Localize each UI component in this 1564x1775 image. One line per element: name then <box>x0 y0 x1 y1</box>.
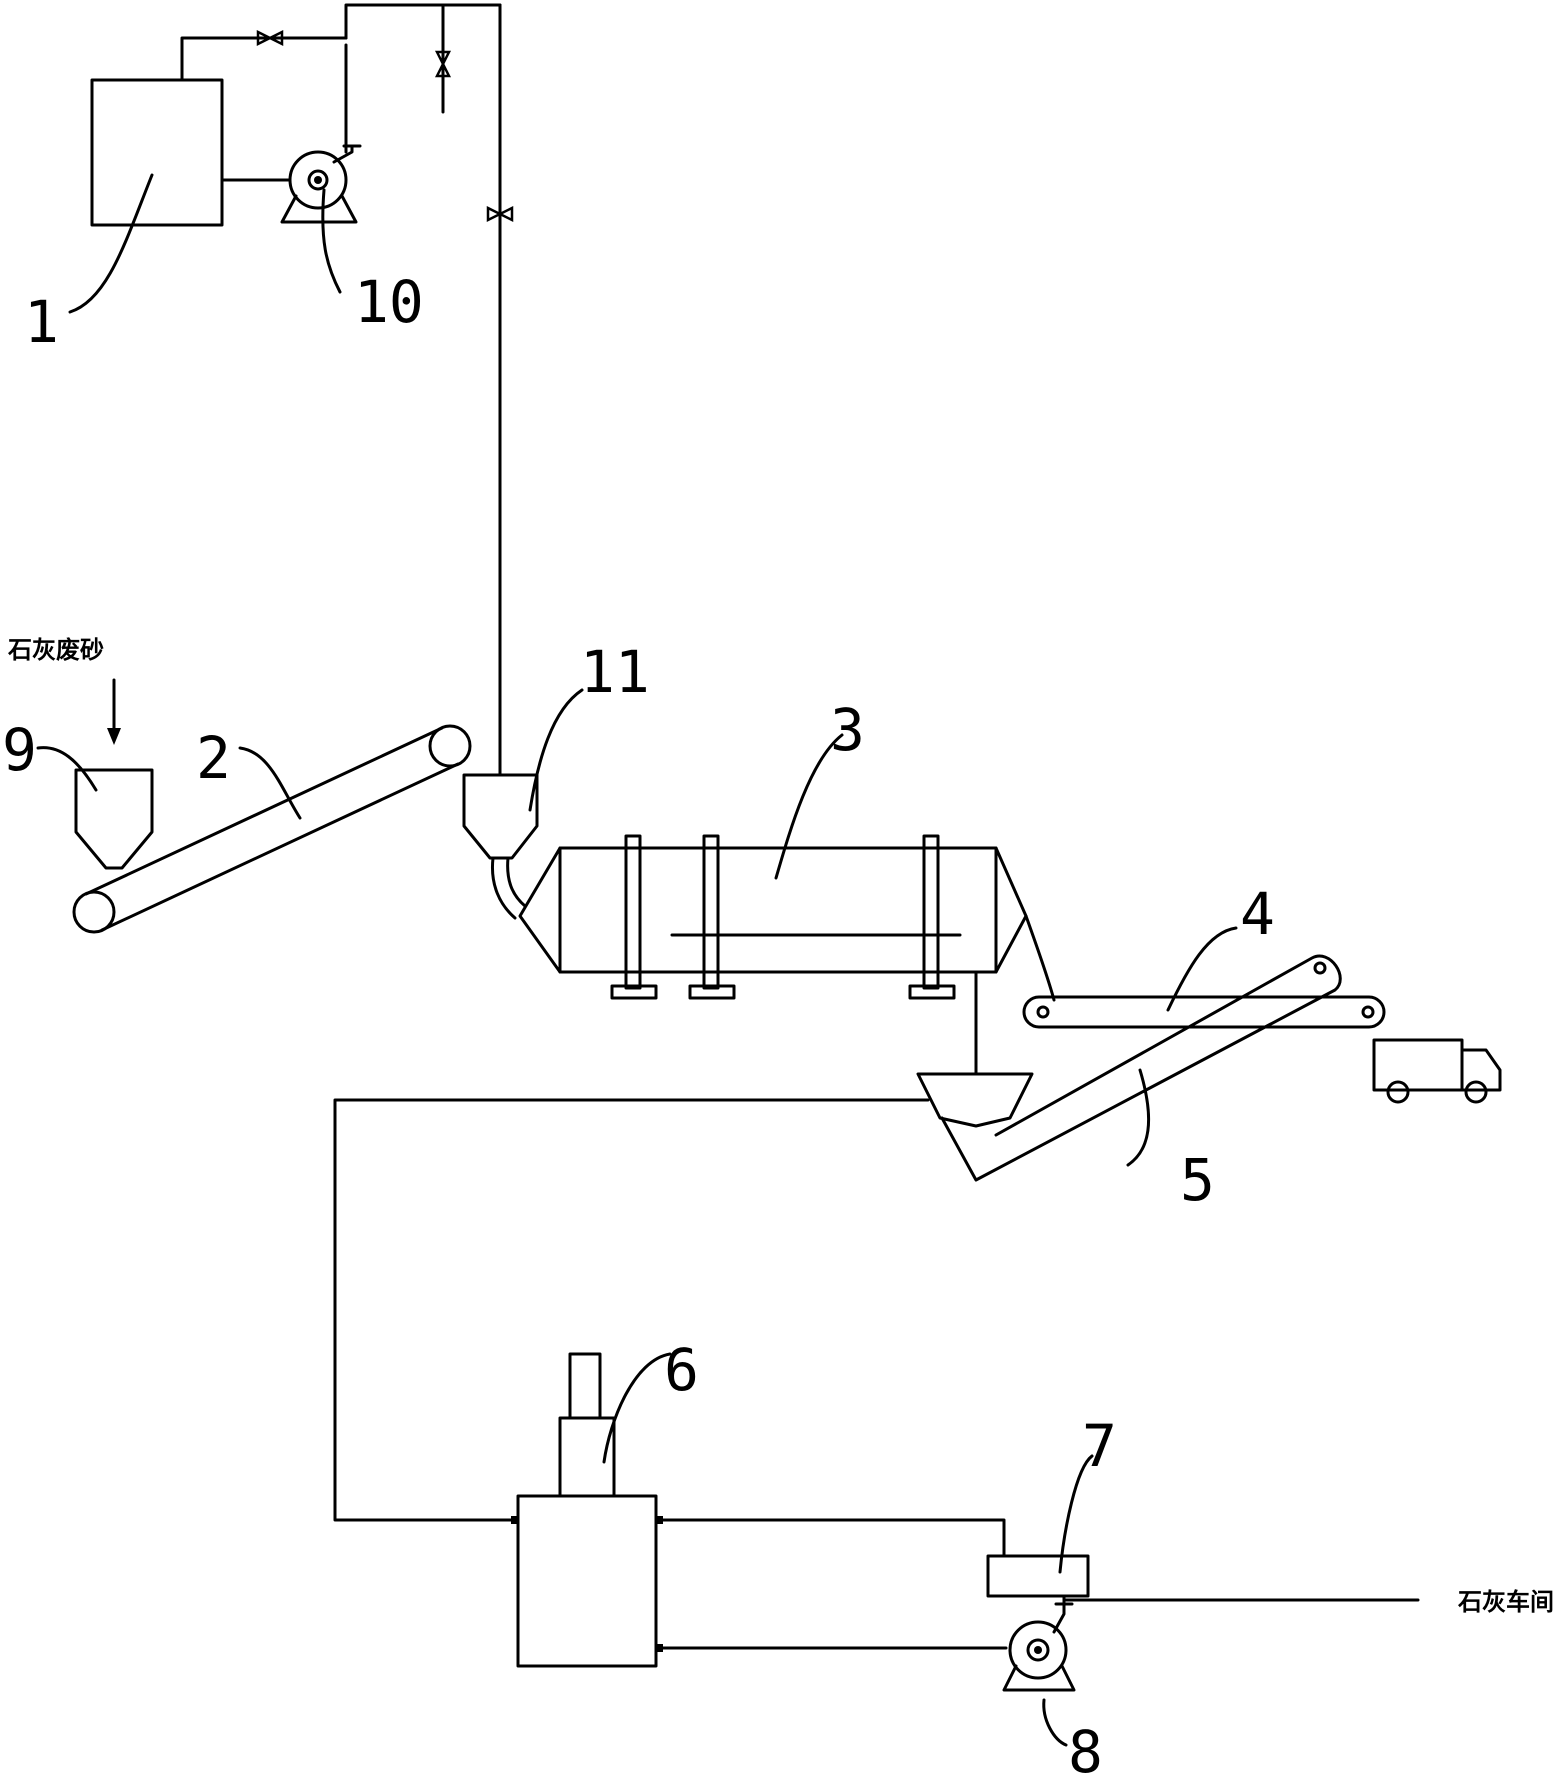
pump-8 <box>1002 1602 1076 1692</box>
output-note: 石灰车间 <box>1457 1587 1554 1616</box>
pipe-to-lime-workshop <box>1062 1594 1420 1606</box>
label-3: 3 <box>830 696 865 764</box>
hopper-9 <box>74 768 154 870</box>
leader-line-9 <box>36 746 98 792</box>
leader-line-8 <box>1042 1698 1068 1747</box>
label-7: 7 <box>1082 1412 1117 1480</box>
label-2: 2 <box>196 724 231 792</box>
leader-line-11 <box>528 688 584 812</box>
belt-conveyor-4 <box>1022 995 1386 1029</box>
label-4: 4 <box>1240 880 1275 948</box>
label-9: 9 <box>2 716 37 784</box>
leader-line-2 <box>238 746 302 820</box>
hopper-5 <box>916 1072 1034 1128</box>
label-8: 8 <box>1068 1718 1103 1775</box>
valve-icon <box>486 205 514 223</box>
pipe-tank6-to-7 <box>654 1518 1006 1558</box>
kiln-discharge-line <box>1024 914 1056 1002</box>
pipe-top-header <box>344 3 502 40</box>
inclined-conveyor-5 <box>940 954 1342 1182</box>
input-arrow-icon <box>107 678 121 745</box>
label-6: 6 <box>664 1336 699 1404</box>
label-11: 11 <box>580 638 650 706</box>
leader-line-6 <box>602 1352 672 1464</box>
leader-line-3 <box>774 733 844 880</box>
tank-6 <box>511 1352 663 1668</box>
rotary-kiln-3 <box>518 834 1028 1000</box>
leader-line-10 <box>321 188 342 294</box>
pump-10 <box>280 144 362 224</box>
label-5: 5 <box>1180 1146 1215 1214</box>
pipe-tank-top <box>180 36 348 82</box>
label-1: 1 <box>24 288 59 356</box>
leader-line-4 <box>1166 926 1238 1012</box>
belt-conveyor-2 <box>72 724 472 934</box>
leader-line-5 <box>1126 1068 1151 1167</box>
unit-7 <box>986 1554 1090 1598</box>
pipe-hopper-to-tank6 <box>333 1098 930 1522</box>
leader-line-7 <box>1058 1454 1094 1574</box>
feeder-11 <box>462 773 539 920</box>
label-10: 10 <box>354 268 424 336</box>
tank-1 <box>90 78 224 227</box>
truck-icon <box>1372 1038 1502 1104</box>
valve-icon <box>434 50 452 78</box>
input-note: 石灰废砂 <box>7 635 104 664</box>
leader-line-1 <box>68 173 154 314</box>
valve-icon <box>256 29 284 47</box>
